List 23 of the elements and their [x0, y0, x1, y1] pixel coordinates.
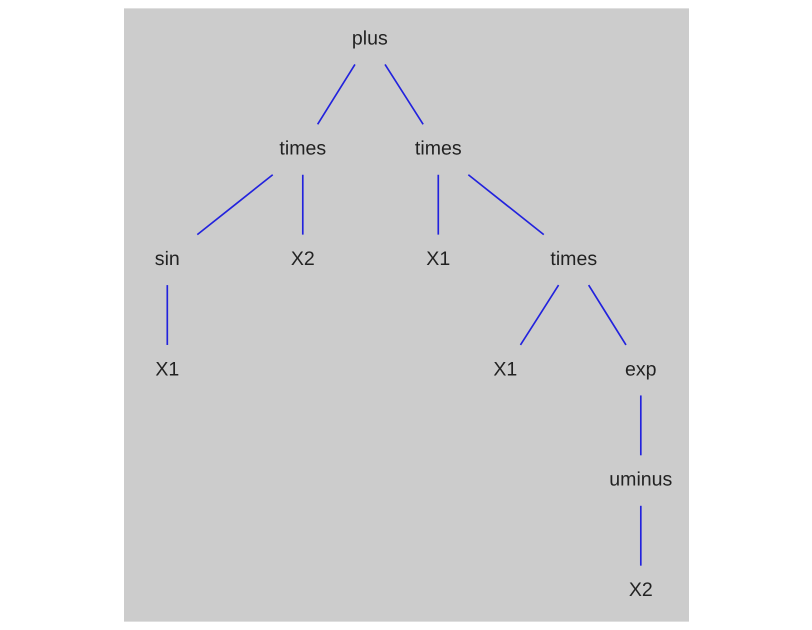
node-text: uminus	[608, 468, 672, 491]
node-text: times	[278, 138, 326, 160]
node-text: X1	[426, 248, 450, 270]
connector	[587, 284, 626, 346]
connector	[384, 64, 424, 125]
node-text: X2	[290, 248, 314, 270]
connector	[519, 284, 559, 346]
connector	[301, 174, 304, 235]
connector	[196, 174, 273, 236]
node-text: X2	[628, 579, 652, 602]
node-text: times	[414, 138, 462, 160]
connector	[639, 506, 642, 566]
connector	[436, 174, 439, 235]
node-text: sin	[154, 248, 180, 270]
node-text: plus	[351, 27, 388, 50]
node-text: times	[550, 248, 597, 270]
node-text: exp	[624, 358, 656, 380]
connector	[467, 174, 544, 236]
connector	[639, 395, 642, 456]
node-text: X1	[492, 358, 517, 380]
connector	[166, 285, 168, 345]
connector	[316, 64, 356, 125]
node-text: X1	[154, 358, 179, 380]
